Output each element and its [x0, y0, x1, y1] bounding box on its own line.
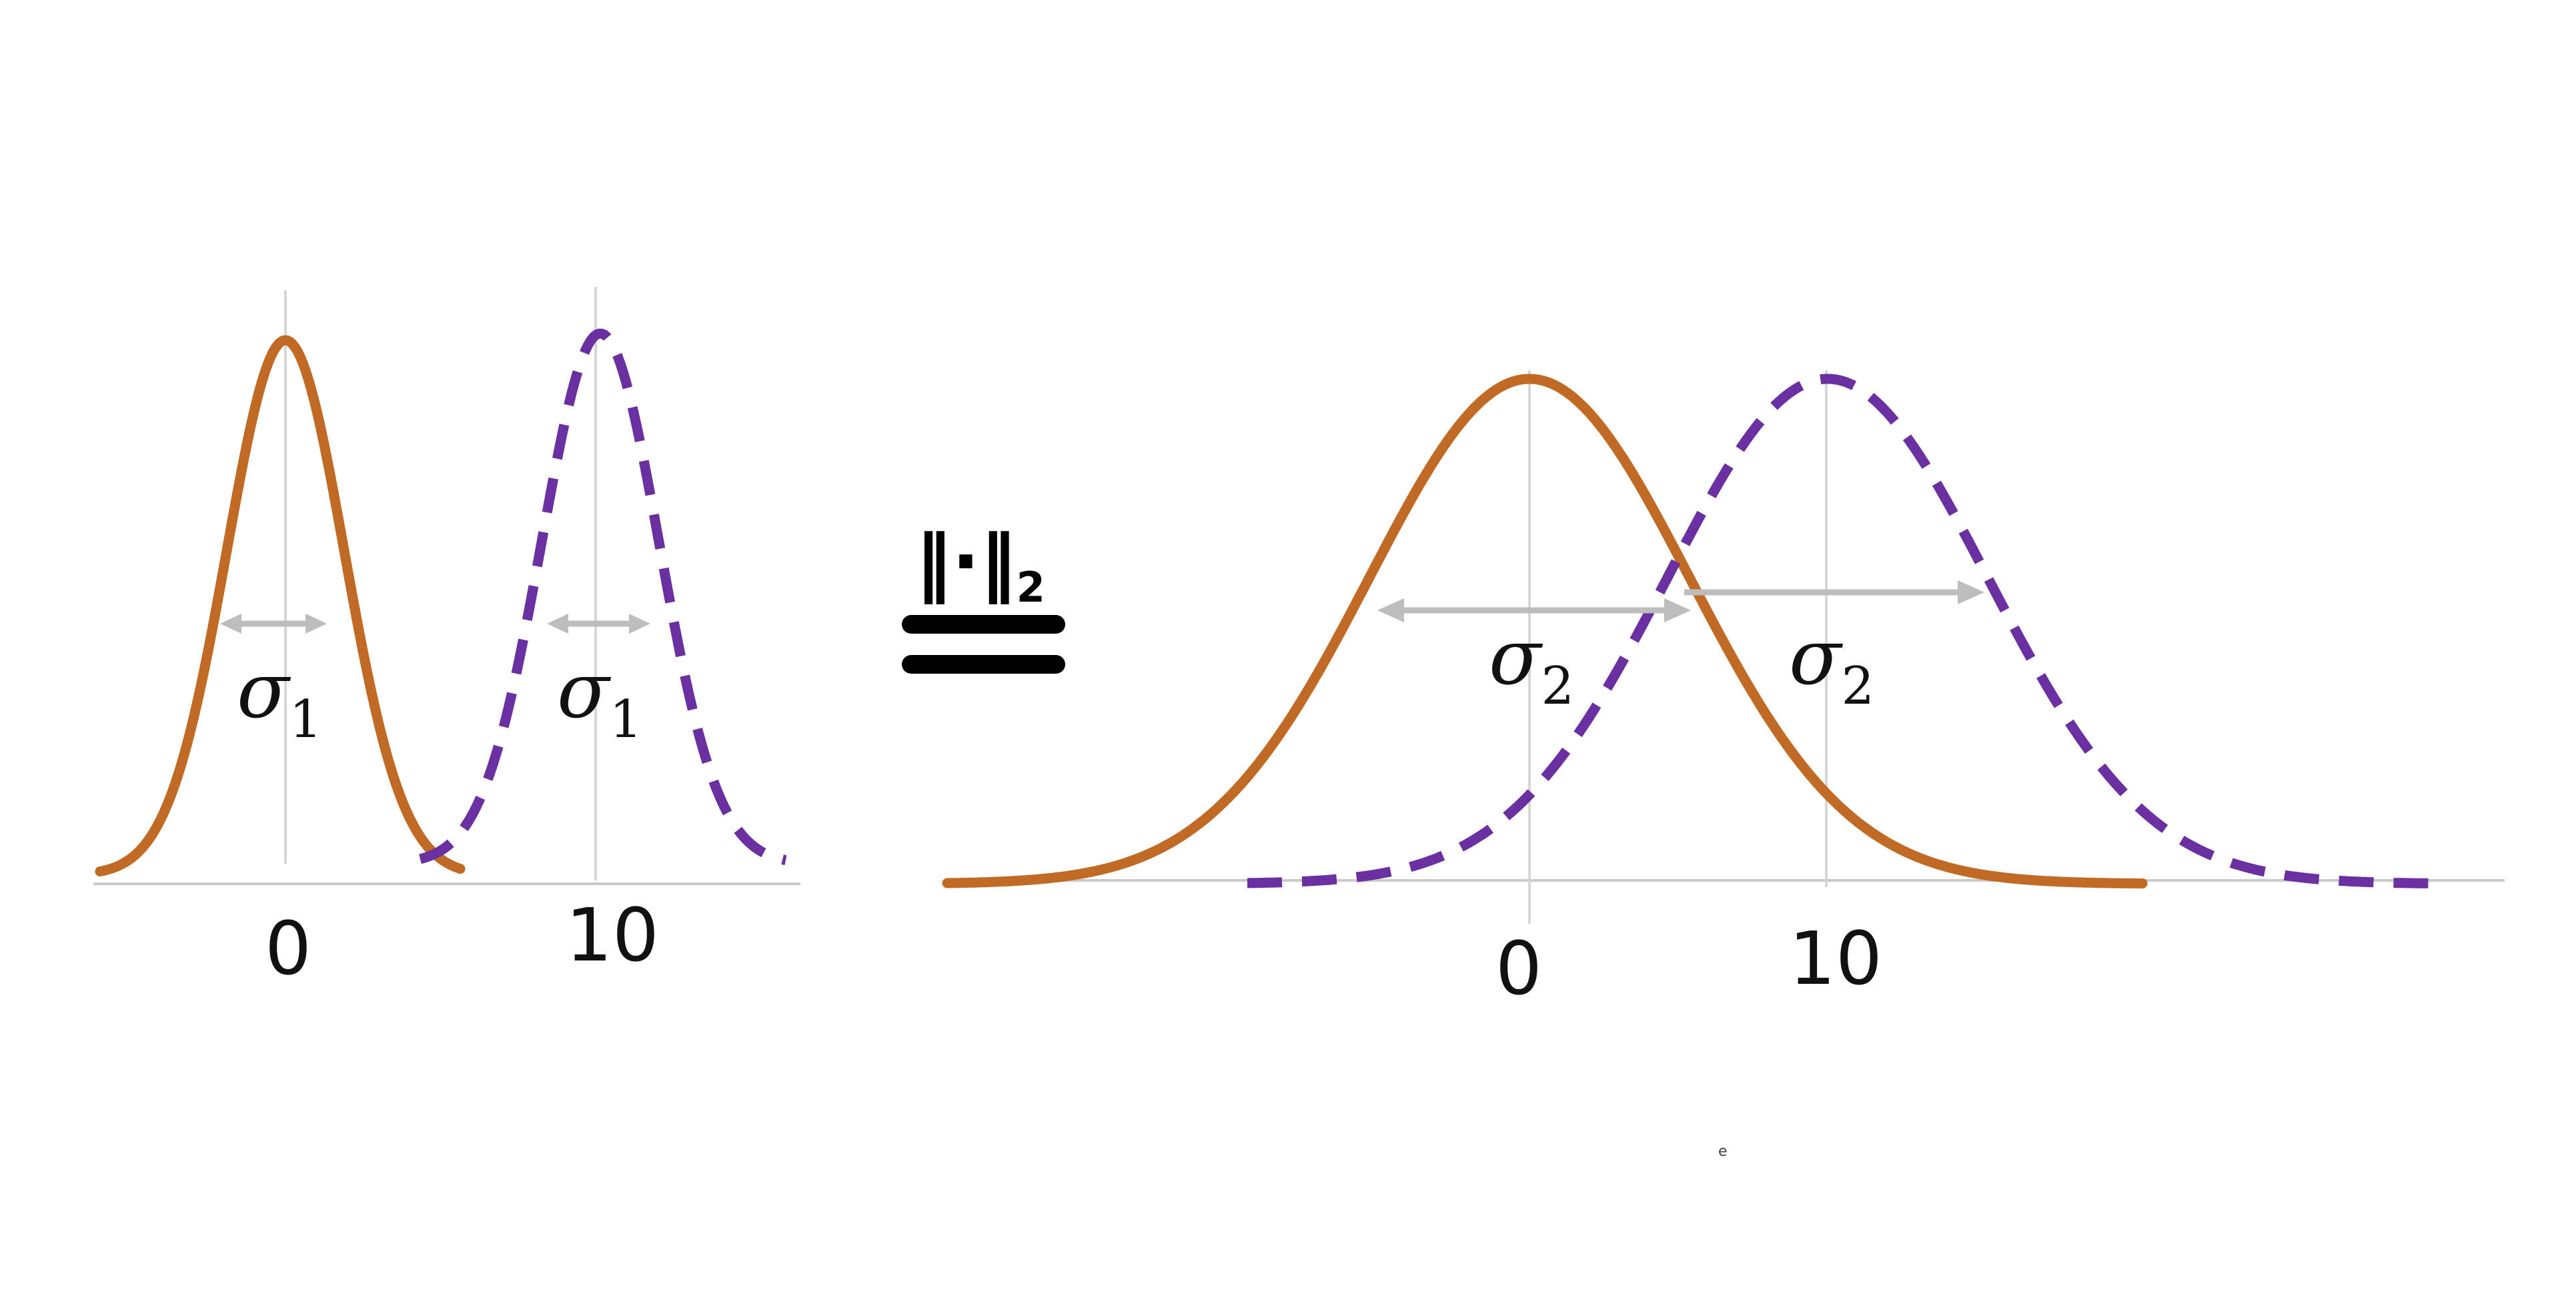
equals-bar-top [902, 615, 1065, 634]
left-curve-mean-0 [95, 335, 466, 876]
norm-label: ‖·‖2 [915, 519, 1045, 612]
left-tick-label-10: 10 [566, 892, 659, 978]
left-sigma-label-b: σ1 [557, 646, 642, 750]
left-tick-label-0: 0 [265, 906, 311, 991]
left-sigma-arrow-b [547, 614, 650, 634]
right-tick-label-0: 0 [1495, 926, 1542, 1011]
left-sigma-arrow-a [220, 614, 327, 634]
stray-mark: e [1718, 1143, 1728, 1160]
right-curve-mean-10 [1247, 374, 2435, 888]
equals-bar-bottom [902, 655, 1065, 674]
right-sigma-arrow-a [1377, 598, 1691, 622]
left-sigma-label-a: σ1 [237, 646, 322, 750]
right-panel: σ2 σ2 0 10 [942, 370, 2505, 1011]
norm-equality-symbol: ‖·‖2 [902, 519, 1065, 674]
right-sigma-label-b: σ2 [1789, 613, 1874, 716]
right-sigma-arrow-b [1684, 580, 1984, 604]
left-curve-mean-10 [419, 328, 787, 865]
right-sigma-label-a: σ2 [1489, 613, 1574, 716]
right-tick-label-10: 10 [1789, 916, 1882, 1001]
right-curve-mean-0 [942, 374, 2148, 888]
left-panel: σ1 σ1 0 10 [93, 287, 800, 991]
